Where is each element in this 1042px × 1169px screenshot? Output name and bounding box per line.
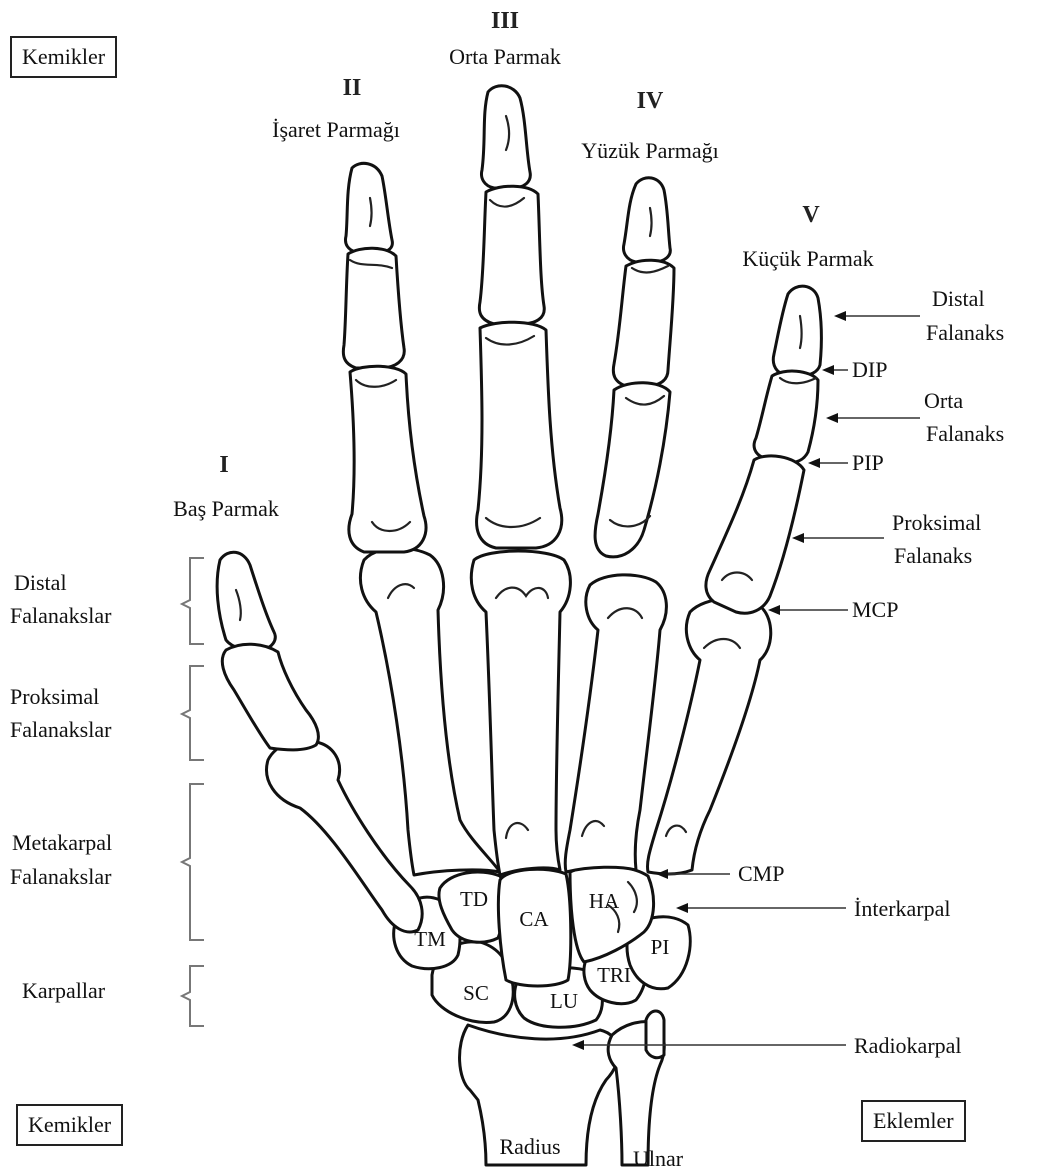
group-carpal-line1: Karpallar (22, 978, 106, 1003)
label-radiocarpal: Radiokarpal (854, 1033, 962, 1058)
left-group-labels: Distal Falanakslar Proksimal Falanakslar… (10, 570, 112, 1003)
label-mcp: MCP (852, 597, 898, 622)
thumb-distal-phalanx (217, 552, 275, 650)
group-distal-line1: Distal (14, 570, 67, 595)
ring-middle-phalanx (613, 260, 674, 386)
metacarpal-IV (565, 575, 666, 872)
label-middle-1: Orta (924, 388, 963, 413)
metacarpal-V (647, 599, 770, 874)
bracket-metacarpal (182, 784, 204, 940)
middle-distal-phalanx (482, 86, 531, 188)
label-pip: PIP (852, 450, 884, 475)
finger-name-V: Küçük Parmak (742, 246, 873, 271)
label-radius: Radius (499, 1134, 560, 1159)
label-dip: DIP (852, 357, 887, 382)
numeral-III: III (491, 8, 519, 34)
finger-name-I: Baş Parmak (173, 496, 279, 521)
forearm-bones (460, 1011, 665, 1165)
group-proximal-line2: Falanakslar (10, 717, 112, 742)
metacarpal-I (267, 741, 423, 932)
ring-distal-phalanx (624, 178, 671, 262)
index-proximal-phalanx (349, 366, 426, 552)
arrow-mcp-head (768, 605, 780, 615)
box-bones-top: Kemikler (10, 36, 117, 78)
finger-name-IV: Yüzük Parmağı (581, 138, 718, 163)
label-ulnar: Ulnar (633, 1146, 684, 1169)
label-intercarpal: İnterkarpal (854, 896, 951, 921)
thumb-proximal-phalanx (222, 644, 318, 750)
finger-name-III: Orta Parmak (449, 44, 561, 69)
ulna-styloid (646, 1011, 664, 1058)
bracket-carpal (182, 966, 204, 1026)
label-proximal-2: Falanaks (894, 543, 972, 568)
little-proximal-phalanx (706, 456, 804, 613)
carpal-label-tri: TRI (597, 963, 631, 987)
arrow-middle-head (826, 413, 838, 423)
bracket-distal (182, 558, 204, 644)
numeral-I: I (219, 452, 228, 478)
little-distal-phalanx (773, 286, 821, 376)
label-cmp: CMP (738, 861, 784, 886)
box-joints-bottom: Eklemler (861, 1100, 966, 1142)
label-distal-1: Distal (932, 286, 985, 311)
middle-proximal-phalanx (477, 322, 562, 548)
carpal-label-lu: LU (550, 989, 578, 1013)
numeral-IV: IV (637, 88, 664, 114)
finger-name-II: İşaret Parmağı (272, 117, 400, 142)
carpal-label-ca: CA (519, 907, 549, 931)
arrow-proximal-head (792, 533, 804, 543)
index-middle-phalanx (343, 248, 404, 368)
arrow-dip-head (822, 365, 834, 375)
numeral-V: V (802, 202, 820, 228)
numeral-II: II (343, 75, 362, 101)
group-proximal-line1: Proksimal (10, 684, 99, 709)
index-distal-phalanx (345, 163, 392, 252)
label-proximal-1: Proksimal (892, 510, 981, 535)
carpal-label-pi: PI (651, 935, 670, 959)
carpal-label-sc: SC (463, 981, 489, 1005)
carpal-label-td: TD (460, 887, 488, 911)
group-metacarpal-line1: Metakarpal (12, 830, 112, 855)
group-metacarpal-line2: Falanakslar (10, 864, 112, 889)
carpal-label-tm: TM (414, 927, 446, 951)
middle-middle-phalanx (479, 186, 544, 324)
bracket-proximal (182, 666, 204, 760)
little-middle-phalanx (754, 371, 818, 462)
ring-proximal-phalanx (595, 383, 670, 557)
arrow-pip-head (808, 458, 820, 468)
label-middle-2: Falanaks (926, 421, 1004, 446)
left-brackets (182, 558, 204, 1026)
arrow-distal-head (834, 311, 846, 321)
group-distal-line2: Falanakslar (10, 603, 112, 628)
metacarpal-III (471, 551, 570, 875)
carpal-label-ha: HA (589, 889, 620, 913)
arrow-intercarpal-head (676, 903, 688, 913)
label-distal-2: Falanaks (926, 320, 1004, 345)
box-bones-bottom: Kemikler (16, 1104, 123, 1146)
